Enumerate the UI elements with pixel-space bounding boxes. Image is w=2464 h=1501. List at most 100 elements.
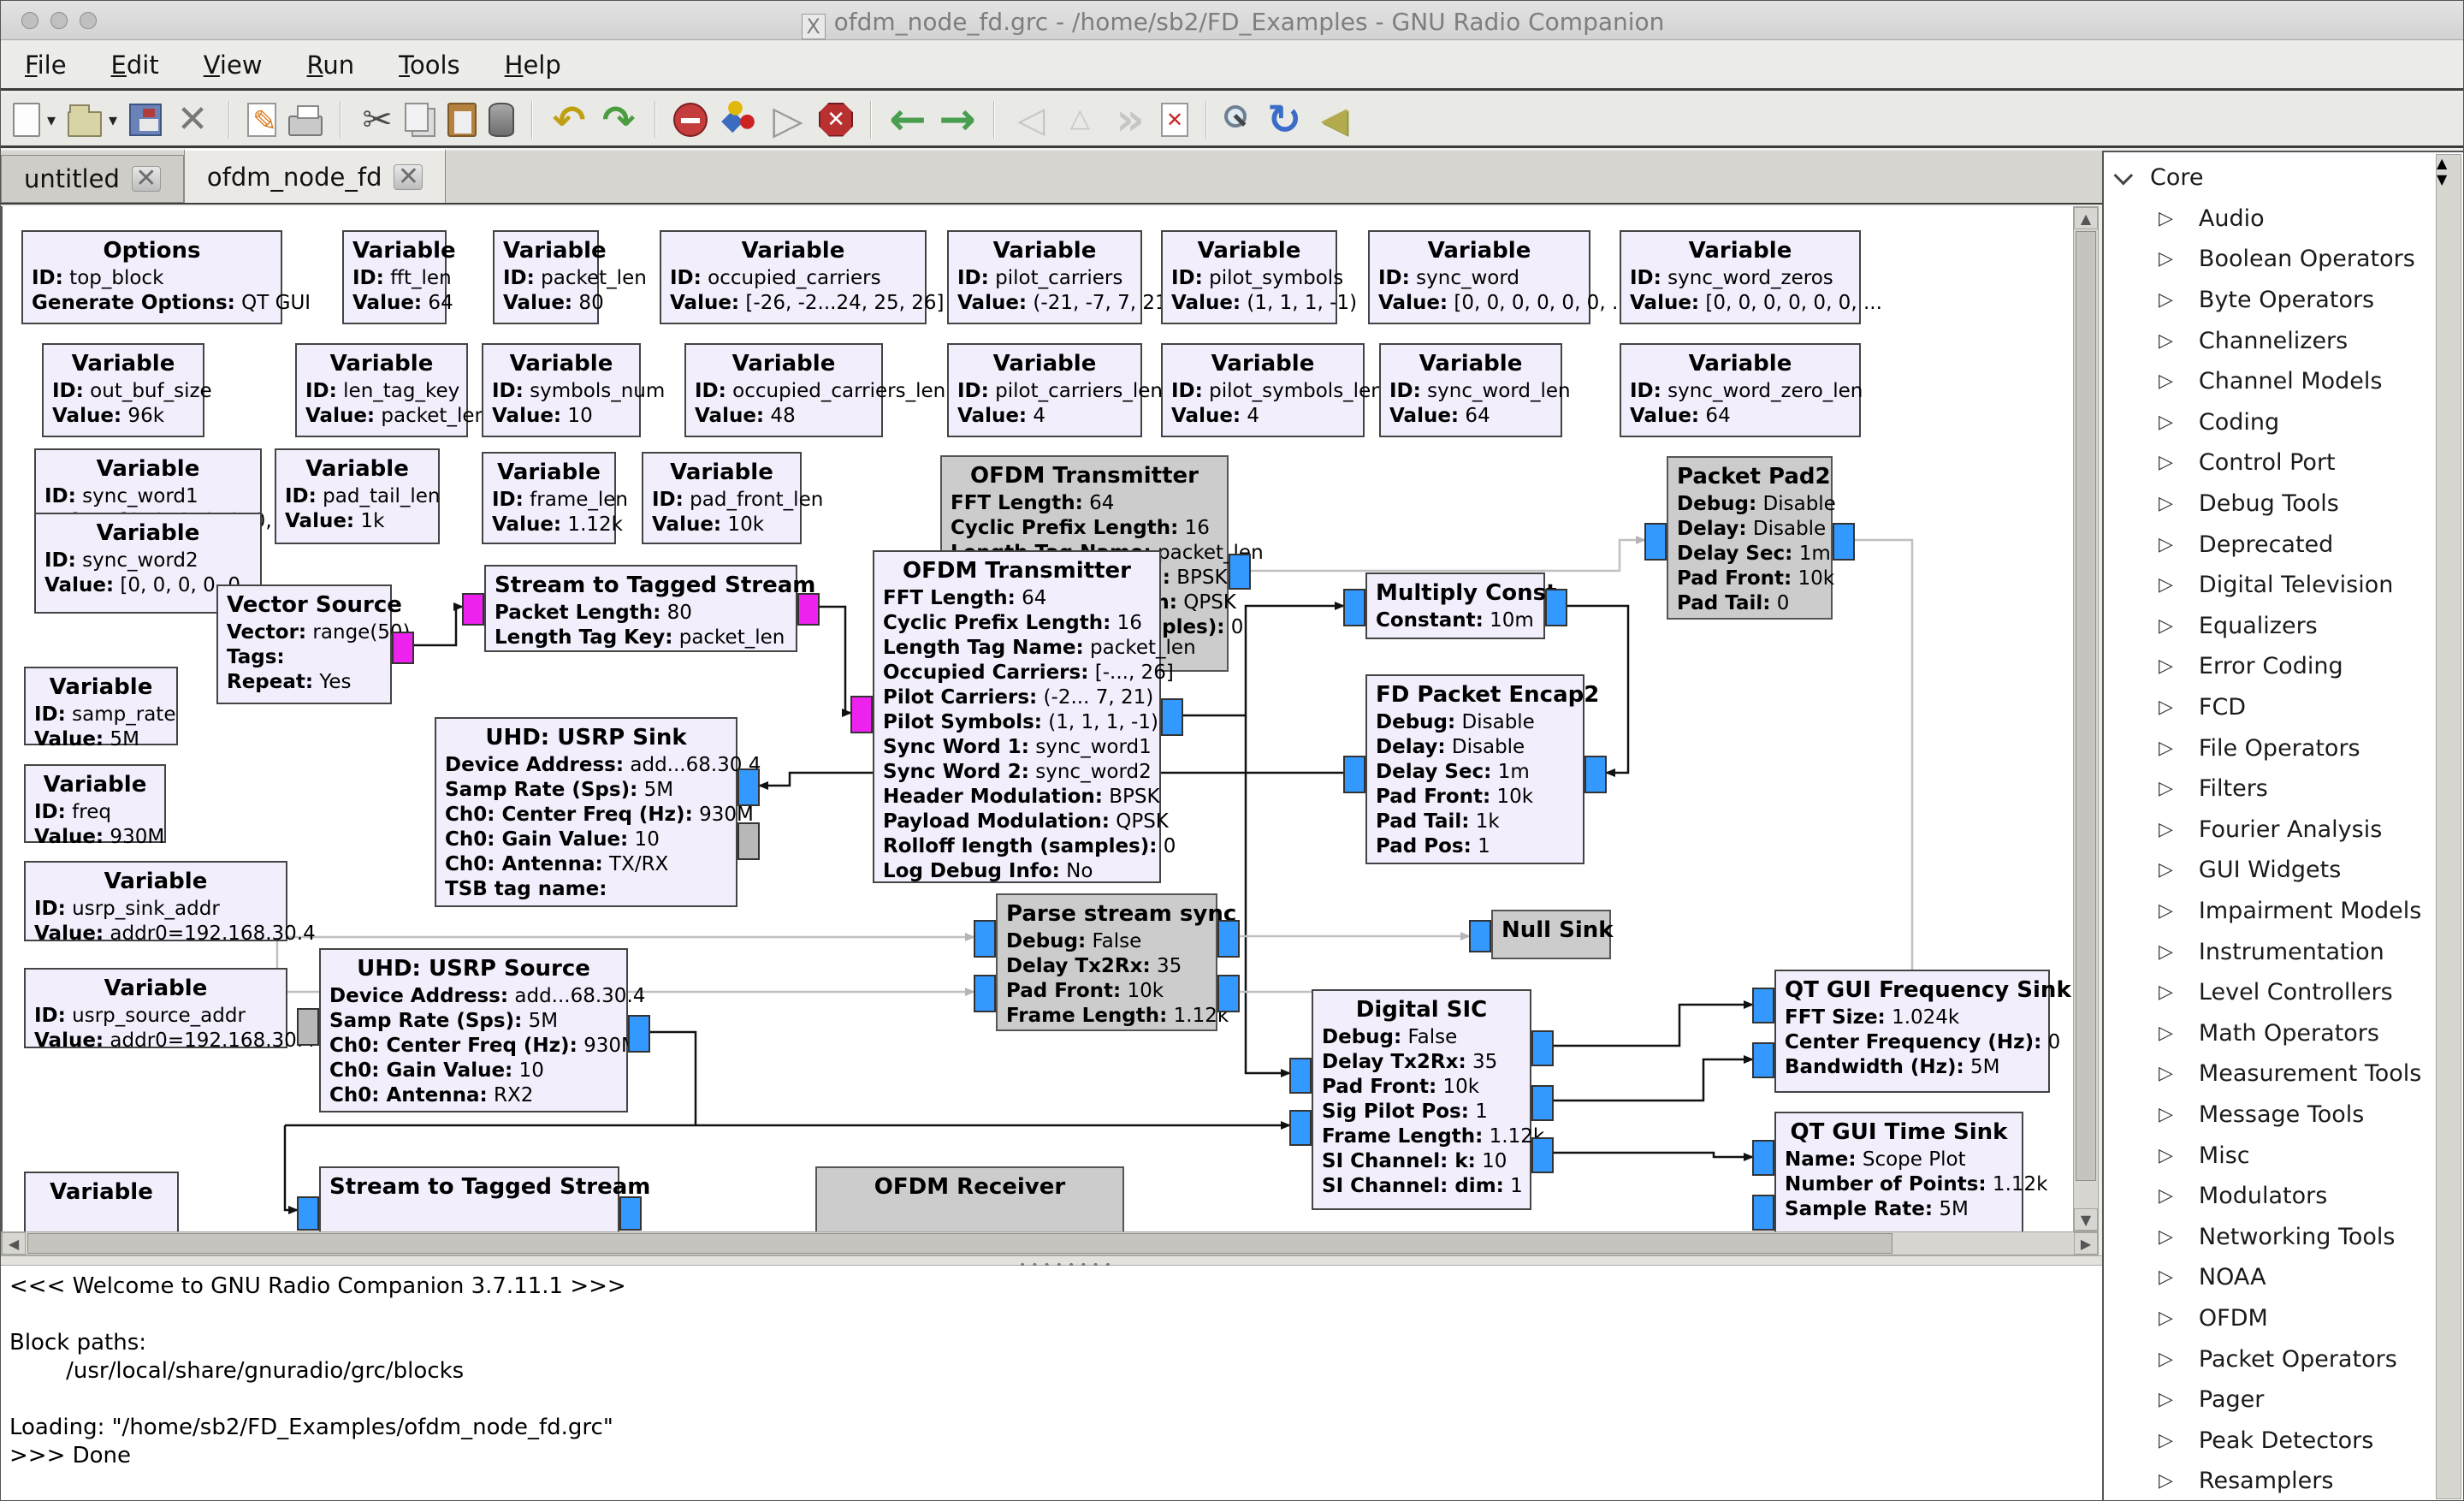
canvas-vscrollbar[interactable]: ▲ ▼ xyxy=(2073,206,2099,1231)
report-errors-icon[interactable] xyxy=(1161,103,1188,137)
block-qt-gui-frequency-sink[interactable]: QT GUI Frequency SinkFFT Size: 1.024kCen… xyxy=(1774,970,2050,1093)
port-in0-qt-gui-time-sink[interactable] xyxy=(1752,1140,1774,1176)
port-in0-uhd-usrp-sink[interactable] xyxy=(737,768,760,806)
expander-closed-icon[interactable]: ▷ xyxy=(2159,493,2173,514)
expander-closed-icon[interactable]: ▷ xyxy=(2159,248,2173,270)
expander-closed-icon[interactable]: ▷ xyxy=(2159,289,2173,311)
menu-tools[interactable]: Tools xyxy=(399,50,459,80)
expander-closed-icon[interactable]: ▷ xyxy=(2159,656,2173,677)
expander-closed-icon[interactable]: ▷ xyxy=(2159,1308,2173,1329)
sidebar-item-channelizers[interactable]: ▷Channelizers xyxy=(2104,320,2429,361)
port-out0-multiply-const[interactable] xyxy=(1545,589,1567,626)
expander-closed-icon[interactable]: ▷ xyxy=(2159,208,2173,229)
expander-closed-icon[interactable]: ▷ xyxy=(2159,1185,2173,1207)
sidebar-item-fcd[interactable]: ▷FCD xyxy=(2104,687,2429,728)
port-in0-packet-pad2[interactable] xyxy=(1644,523,1667,561)
port-in0-parse-stream-sync[interactable] xyxy=(974,920,996,958)
scroll-up-icon[interactable]: ▲ xyxy=(2074,207,2098,229)
expander-closed-icon[interactable]: ▷ xyxy=(2159,615,2173,637)
block-variable-pilot-carriers[interactable]: VariableID: pilot_carriersValue: (-21, -… xyxy=(947,230,1142,324)
block-variable-out-buf-size[interactable]: VariableID: out_buf_sizeValue: 96k xyxy=(42,343,204,437)
port-in0-null-sink[interactable] xyxy=(1469,920,1491,952)
port-in0-stream-to-tagged-stream-1[interactable] xyxy=(462,593,484,626)
sidebar-item-pager[interactable]: ▷Pager xyxy=(2104,1379,2429,1421)
block-stream-to-tagged-stream-1[interactable]: Stream to Tagged StreamPacket Length: 80… xyxy=(484,565,797,652)
expander-closed-icon[interactable]: ▷ xyxy=(2159,574,2173,596)
expander-closed-icon[interactable]: ▷ xyxy=(2159,1430,2173,1451)
expander-closed-icon[interactable]: ▷ xyxy=(2159,982,2173,1003)
cut-icon[interactable] xyxy=(358,101,396,139)
reload-icon[interactable] xyxy=(1265,101,1303,139)
expander-closed-icon[interactable]: ▷ xyxy=(2159,778,2173,799)
menu-view[interactable]: View xyxy=(204,50,263,80)
forward-icon[interactable] xyxy=(939,101,976,139)
block-variable-pilot-carriers-len[interactable]: VariableID: pilot_carriers_lenValue: 4 xyxy=(947,343,1142,437)
port-async_msgs-uhd-usrp-sink[interactable] xyxy=(737,822,760,860)
port-in0-fd-packet-encap2[interactable] xyxy=(1584,756,1607,793)
port-out0-packet-pad2[interactable] xyxy=(1833,523,1855,561)
sidebar-item-byte-operators[interactable]: ▷Byte Operators xyxy=(2104,280,2429,321)
expander-closed-icon[interactable]: ▷ xyxy=(2159,738,2173,759)
port-out0-parse-stream-sync[interactable] xyxy=(1217,920,1240,958)
sidebar-scroll-down-icon[interactable]: ▼ xyxy=(2437,171,2459,187)
screen-capture-icon[interactable] xyxy=(247,103,276,137)
port-in1-parse-stream-sync[interactable] xyxy=(974,975,996,1012)
scroll-down-icon[interactable]: ▼ xyxy=(2074,1208,2098,1231)
redo-icon[interactable] xyxy=(600,101,637,139)
errors-icon[interactable] xyxy=(673,103,708,137)
sidebar-item-debug-tools[interactable]: ▷Debug Tools xyxy=(2104,484,2429,525)
block-variable-sync-word-zeros[interactable]: VariableID: sync_word_zerosValue: [0, 0,… xyxy=(1620,230,1861,324)
expander-closed-icon[interactable]: ▷ xyxy=(2159,1226,2173,1248)
port-out0-ofdm-transmitter-front[interactable] xyxy=(1161,698,1183,736)
port-in1-qt-gui-time-sink[interactable] xyxy=(1752,1195,1774,1231)
expander-closed-icon[interactable]: ▷ xyxy=(2159,819,2173,840)
expander-closed-icon[interactable]: ▷ xyxy=(2159,1470,2173,1492)
console-splitter[interactable]: •••••••• xyxy=(1,1255,2102,1266)
save-file-icon[interactable] xyxy=(129,104,162,136)
sidebar-item-instrumentation[interactable]: ▷Instrumentation xyxy=(2104,931,2429,972)
port-out0-digital-sic[interactable] xyxy=(1531,1030,1554,1066)
execute-icon[interactable] xyxy=(769,101,807,139)
undo-icon[interactable] xyxy=(550,101,588,139)
sidebar-item-filters[interactable]: ▷Filters xyxy=(2104,768,2429,810)
block-variable-usrp-sink-addr[interactable]: VariableID: usrp_sink_addrValue: addr0=1… xyxy=(24,861,287,941)
sidebar-item-noaa[interactable]: ▷NOAA xyxy=(2104,1257,2429,1298)
block-variable-samp-rate[interactable]: VariableID: samp_rateValue: 5M xyxy=(24,667,178,745)
expander-closed-icon[interactable]: ▷ xyxy=(2159,859,2173,881)
block-variable-sync-word[interactable]: VariableID: sync_wordValue: [0, 0, 0, 0,… xyxy=(1368,230,1590,324)
expander-closed-icon[interactable]: ▷ xyxy=(2159,371,2173,392)
block-fd-packet-encap2[interactable]: FD Packet Encap2Debug: DisableDelay: Dis… xyxy=(1365,674,1584,864)
new-file-icon[interactable] xyxy=(13,103,40,137)
sidebar-item-control-port[interactable]: ▷Control Port xyxy=(2104,442,2429,484)
port-out2-digital-sic[interactable] xyxy=(1531,1137,1554,1173)
port-in0-qt-gui-frequency-sink[interactable] xyxy=(1752,988,1774,1023)
menu-help[interactable]: Help xyxy=(505,50,561,80)
generate-icon[interactable] xyxy=(720,101,757,139)
expander-closed-icon[interactable]: ▷ xyxy=(2159,1349,2173,1370)
paste-icon[interactable] xyxy=(447,103,477,137)
block-variable-occupied-carriers[interactable]: VariableID: occupied_carriersValue: [-26… xyxy=(660,230,927,324)
print-icon[interactable] xyxy=(288,116,323,136)
port-out0-ofdm-transmitter-back[interactable] xyxy=(1229,554,1251,590)
expander-closed-icon[interactable]: ▷ xyxy=(2159,697,2173,718)
sidebar-item-modulators[interactable]: ▷Modulators xyxy=(2104,1176,2429,1217)
block-variable-sync-word-zero-len[interactable]: VariableID: sync_word_zero_lenValue: 64 xyxy=(1620,343,1861,437)
expander-closed-icon[interactable]: ▷ xyxy=(2159,330,2173,352)
block-ofdm-transmitter-front[interactable]: OFDM TransmitterFFT Length: 64Cyclic Pre… xyxy=(873,550,1161,883)
block-multiply-const[interactable]: Multiply ConstConstant: 10m xyxy=(1365,573,1545,639)
expander-closed-icon[interactable]: ▷ xyxy=(2159,412,2173,433)
expander-open-icon[interactable] xyxy=(2114,166,2134,186)
canvas-hscroll-thumb[interactable] xyxy=(27,1233,1892,1254)
expander-closed-icon[interactable]: ▷ xyxy=(2159,1023,2173,1044)
port-out0-vector-source[interactable] xyxy=(392,632,414,664)
sidebar-item-coding[interactable]: ▷Coding xyxy=(2104,402,2429,443)
sidebar-item-digital-television[interactable]: ▷Digital Television xyxy=(2104,565,2429,606)
menu-file[interactable]: File xyxy=(25,50,67,80)
block-variable-sync-word-len[interactable]: VariableID: sync_word_lenValue: 64 xyxy=(1379,343,1562,437)
sidebar-scroll-up-icon[interactable]: ▲ xyxy=(2437,155,2459,171)
block-variable-pilot-symbols[interactable]: VariableID: pilot_symbolsValue: (1, 1, 1… xyxy=(1161,230,1337,324)
sidebar-item-packet-operators[interactable]: ▷Packet Operators xyxy=(2104,1338,2429,1379)
block-null-sink[interactable]: Null Sink xyxy=(1491,910,1611,959)
sidebar-item-error-coding[interactable]: ▷Error Coding xyxy=(2104,646,2429,687)
close-file-icon[interactable] xyxy=(174,101,211,139)
